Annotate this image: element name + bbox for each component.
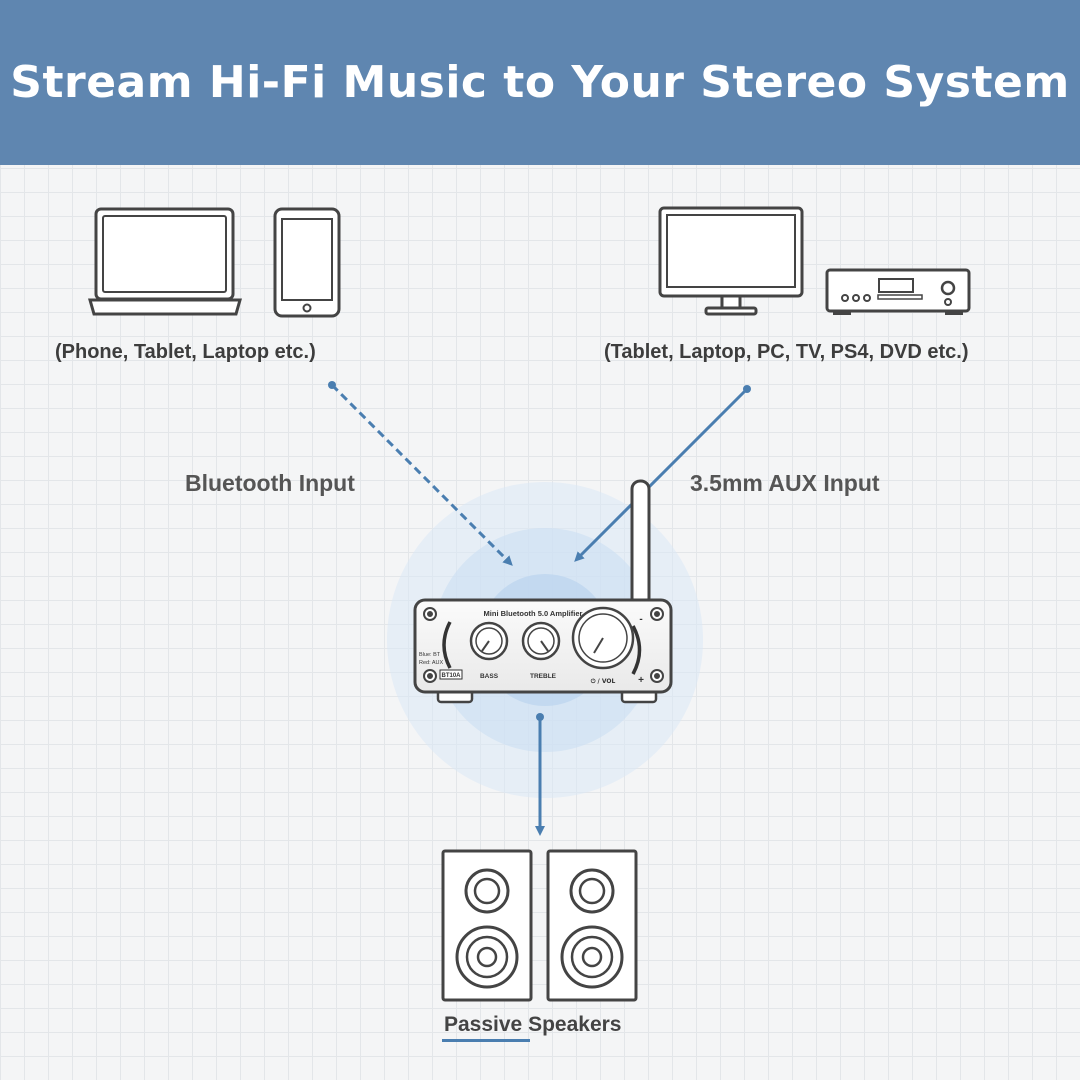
bass-knob: [469, 621, 509, 661]
mode-blue-label: Blue: BT: [419, 652, 441, 658]
speaker-left-icon: [441, 849, 533, 1002]
antenna: [630, 479, 651, 608]
amplifier: Mini Bluetooth 5.0 Amplifier Blue: BT Re…: [413, 479, 673, 704]
left-devices-caption: (Phone, Tablet, Laptop etc.): [55, 341, 316, 363]
vol-label: ⏻ / VOL: [591, 678, 616, 685]
vol-minus-label: -: [639, 614, 642, 625]
monitor-icon: [658, 206, 804, 316]
amp-model-label: BT10A: [441, 673, 461, 679]
laptop-icon: [88, 207, 242, 316]
phone-icon: [273, 207, 341, 318]
page-title: Stream Hi-Fi Music to Your Stereo System: [10, 57, 1070, 108]
vol-plus-label: +: [638, 675, 644, 686]
aux-input-label: 3.5mm AUX Input: [690, 470, 880, 496]
bass-label: BASS: [480, 673, 499, 680]
volume-knob: [571, 606, 635, 670]
led-indicator: [442, 621, 452, 669]
title-banner: Stream Hi-Fi Music to Your Stereo System: [0, 0, 1080, 165]
aux-arrow: [574, 385, 751, 562]
bluetooth-input-label: Bluetooth Input: [185, 470, 355, 496]
volume-ring: [631, 625, 642, 675]
dvd-player-icon: [825, 268, 971, 315]
right-devices-caption: (Tablet, Laptop, PC, TV, PS4, DVD etc.): [604, 341, 969, 363]
speaker-right-icon: [546, 849, 638, 1002]
mode-red-label: Red: AUX: [419, 660, 443, 666]
passive-speakers-label: Passive Speakers: [444, 1013, 622, 1036]
speakers-label-underline: [442, 1039, 530, 1042]
amp-brand-label: Mini Bluetooth 5.0 Amplifier: [484, 609, 583, 618]
treble-label: TREBLE: [530, 673, 557, 680]
bluetooth-arrow: [328, 381, 513, 566]
treble-knob: [521, 621, 561, 661]
output-arrow: [535, 713, 545, 836]
